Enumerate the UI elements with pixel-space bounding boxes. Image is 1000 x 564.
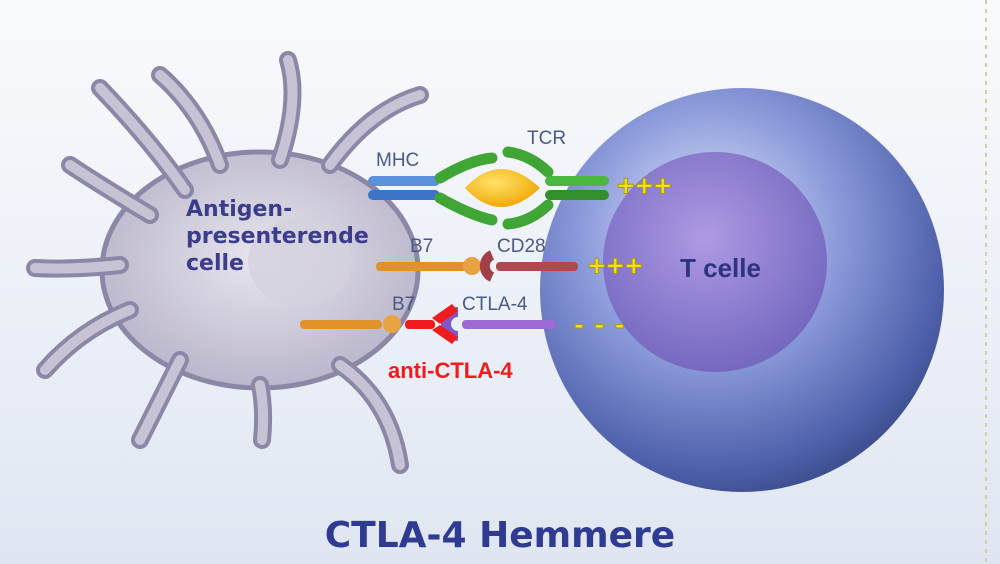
apc-nucleus (248, 218, 352, 306)
apc-label-line: presenterende (186, 224, 369, 249)
ctla4-negative-signal: - - - (574, 308, 626, 342)
tcr-chain (545, 176, 609, 186)
b7-ctla4-complex (300, 304, 556, 344)
tcr-chain (545, 190, 609, 200)
page-title: CTLA-4 Hemmere (324, 515, 676, 556)
b7-stalk (300, 320, 382, 329)
t-cell-nucleus (603, 152, 827, 372)
cd28-stalk (496, 262, 578, 271)
anti-ctla4-label: anti-CTLA-4 (388, 358, 513, 383)
cd28-label: CD28 (497, 236, 546, 257)
cd28-positive-signal: +++ (588, 250, 644, 284)
tcr-positive-signal: +++ (617, 170, 673, 204)
mhc-binding-arm (434, 192, 498, 226)
tcr-binding-arm (502, 146, 554, 178)
cd28-head (479, 250, 495, 282)
mhc-label: MHC (376, 150, 420, 171)
ctla4-stalk (462, 320, 556, 329)
apc-label: Antigen- presenterende celle (186, 196, 369, 277)
mhc-tcr-complex (368, 146, 609, 230)
b7-bottom-label: B7 (392, 294, 416, 315)
apc-label-line: Antigen- (186, 197, 293, 222)
b7-head (383, 315, 401, 333)
anti-ctla4-antibody (405, 304, 458, 344)
b7-head (463, 257, 481, 275)
b7-top-label: B7 (410, 236, 434, 257)
t-cell-label: T celle (680, 253, 761, 283)
ctla4-label: CTLA-4 (462, 294, 528, 315)
mhc-chain (368, 190, 440, 200)
t-cell (540, 88, 944, 492)
tcr-binding-arm (502, 199, 554, 230)
tcr-label: TCR (527, 128, 567, 149)
mhc-binding-arm (434, 152, 498, 184)
b7-stalk (376, 262, 468, 271)
mhc-chain (368, 176, 440, 186)
antigen-peptide (465, 169, 540, 207)
apc-label-line: celle (186, 251, 244, 276)
b7-cd28-complex (376, 250, 578, 282)
